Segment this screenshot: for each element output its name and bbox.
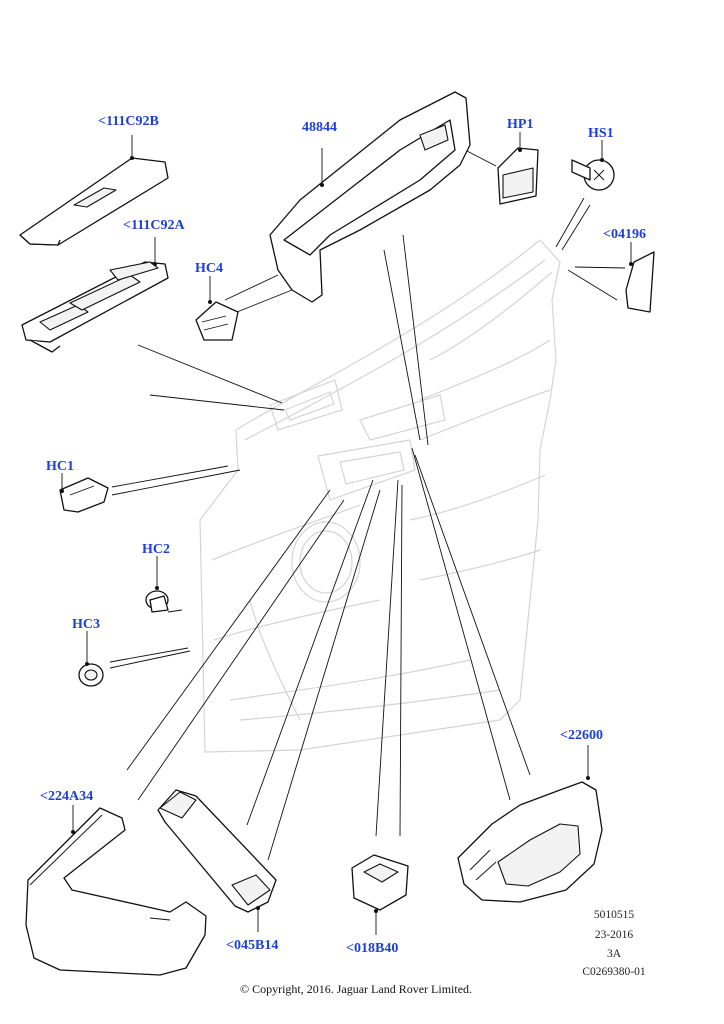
pull-handle-part — [157, 789, 277, 932]
label-111c92b: <111C92B — [98, 114, 159, 129]
speaker-cover-part — [625, 242, 655, 313]
door-panel-outline — [199, 239, 561, 753]
upper-trim-panel-part — [269, 91, 471, 303]
label-224a34: <224A34 — [40, 789, 93, 804]
door-release-handle-part — [457, 745, 603, 903]
window-switch-part — [351, 854, 409, 935]
label-hc2: HC2 — [142, 542, 170, 557]
leader-lines — [109, 149, 626, 861]
label-22600: <22600 — [560, 728, 603, 743]
label-hc4: HC4 — [195, 261, 223, 276]
info-line-2: 23-2016 — [595, 929, 634, 941]
label-045b14: <045B14 — [226, 938, 278, 953]
label-hs1: HS1 — [588, 126, 614, 141]
upper-switch-bezel-part — [19, 135, 169, 246]
info-line-4: C0269380-01 — [582, 966, 646, 978]
label-04196: <04196 — [603, 227, 646, 242]
label-111c92a: <111C92A — [123, 218, 186, 233]
copyright: © Copyright, 2016. Jaguar Land Rover Lim… — [240, 982, 472, 996]
hs1-screw-part — [571, 140, 615, 191]
info-line-1: 5010515 — [594, 909, 635, 921]
info-line-3: 3A — [607, 948, 622, 960]
hp1-bracket-part — [497, 132, 539, 205]
hc2-clip-part — [145, 556, 169, 613]
label-hc1: HC1 — [46, 459, 74, 474]
lower-switch-bezel-part — [21, 237, 169, 353]
label-hc3: HC3 — [72, 617, 100, 632]
hc1-clip-part — [59, 473, 109, 513]
label-48844: 48844 — [302, 120, 337, 135]
hc4-clip-part — [195, 276, 239, 341]
label-018b40: <018B40 — [346, 941, 398, 956]
label-hp1: HP1 — [507, 117, 533, 132]
hc3-clip-part — [78, 631, 104, 687]
handle-trim-part — [25, 805, 207, 976]
